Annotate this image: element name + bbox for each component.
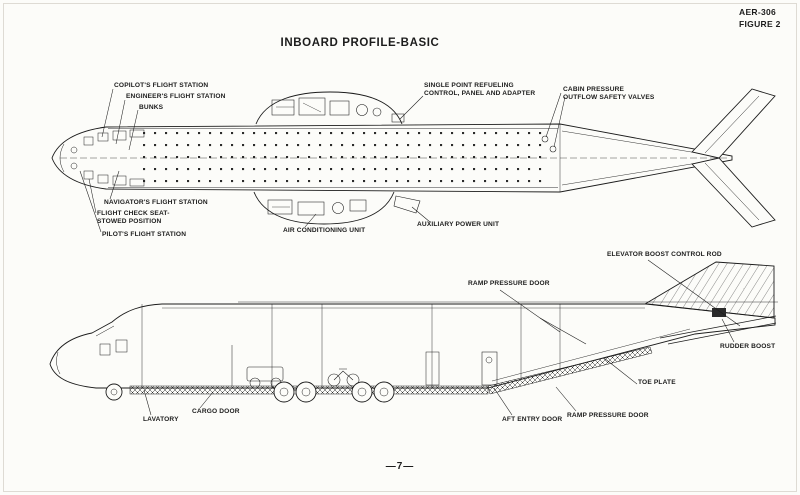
leader-line [411,206,431,223]
label-navigators-flight-station: NAVIGATOR'S FLIGHT STATION [104,199,208,206]
label-cargo-door: CARGO DOOR [192,408,240,415]
leader-line [603,357,638,385]
refueling-panel-shape [391,113,405,123]
upper-fairing-detail [255,91,403,125]
label-auxiliary-power-unit: AUXILIARY POWER UNIT [417,221,500,228]
label-lavatory: LAVATORY [143,416,179,423]
tail-surface-lower [691,157,776,228]
label-aft-entry-door: AFT ENTRY DOOR [502,416,563,423]
horizontal-stabilizer-line [659,315,777,339]
cargo-floor-tiedown-grid [138,129,542,188]
label-pilots-flight-station: PILOT'S FLIGHT STATION [102,231,187,238]
label-copilots-flight-station: COPILOT'S FLIGHT STATION [114,82,209,89]
section-lines [141,304,561,388]
tail-surface-upper [691,88,776,159]
leader-line [647,259,741,327]
ramp-floor-strip [487,346,653,395]
leader-line [88,178,97,214]
vertical-fin [643,261,775,319]
figure-label: FIGURE 2 [739,18,781,29]
rudder-boost-unit-shape [712,308,726,317]
leader-line [555,386,577,412]
aft-entry-door-shape [481,351,498,386]
doc-reference-block: AER-306 FIGURE 2 [739,7,781,30]
landing-gear-wheels [105,381,395,403]
side-view-drawing [49,261,778,403]
label-bunks: BUNKS [139,104,164,111]
page-number: —7— [385,461,415,472]
leader-line [109,170,120,200]
lower-fairing-detail [253,191,395,225]
leader-line [499,289,561,333]
label-air-conditioning-unit: AIR CONDITIONING UNIT [283,227,366,234]
label-ramp-pressure-door-upper: RAMP PRESSURE DOOR [468,280,550,287]
leader-line [115,99,126,145]
fuselage-profile [49,303,776,389]
leader-line [553,96,566,148]
doc-ref-number: AER-306 [739,7,777,17]
label-cabin-pressure-valves: CABIN PRESSURE OUTFLOW SAFETY VALVES [563,86,655,101]
cockpit-detail [56,325,128,375]
leader-line [101,88,114,138]
leader-line [128,109,139,151]
label-elevator-boost-control-rod: ELEVATOR BOOST CONTROL ROD [607,251,722,258]
leader-line [545,92,562,138]
label-engineers-flight-station: ENGINEER'S FLIGHT STATION [126,93,226,100]
label-ramp-pressure-door-lower: RAMP PRESSURE DOOR [567,412,649,419]
label-flight-check-seat: FLIGHT CHECK SEAT- STOWED POSITION [97,210,170,225]
callout-leader-lines [79,88,741,416]
label-rudder-boost: RUDDER BOOST [720,343,776,350]
leader-line [199,391,214,409]
figure-title: INBOARD PROFILE-BASIC [280,37,440,49]
leader-line [493,387,513,416]
top-view-drawing [51,88,776,228]
leader-line [79,170,102,233]
leader-line [304,213,317,228]
horizontal-stabilizer-line [667,322,777,345]
label-single-point-refueling: SINGLE POINT REFUELING CONTROL, PANEL AN… [424,82,536,97]
label-toe-plate: TOE PLATE [638,379,676,386]
outflow-valve-shape [541,135,549,143]
outflow-valve-shape [549,145,557,153]
leader-line [143,389,152,416]
ramp-pressure-door-line [539,317,587,345]
leader-line [399,95,424,120]
leader-line [721,318,735,343]
auxiliary-power-unit-shape [393,195,421,214]
